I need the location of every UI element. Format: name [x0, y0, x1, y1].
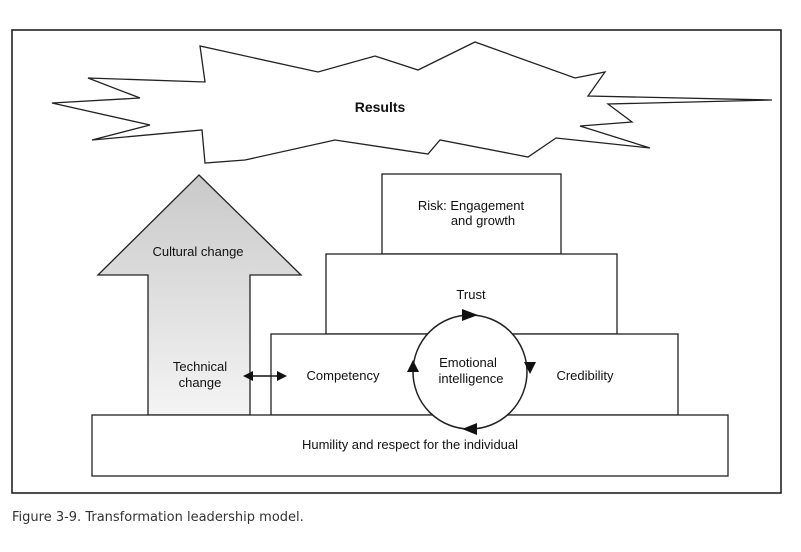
- risk-label-line1: Risk: Engagement: [418, 198, 525, 213]
- link-arrowhead-right: [277, 371, 287, 381]
- cultural-change-label: Cultural change: [152, 244, 243, 259]
- technical-change-label-line2: change: [179, 375, 222, 390]
- leadership-model-diagram: Results Cultural change Technical change…: [11, 29, 782, 494]
- results-label: Results: [355, 99, 406, 115]
- credibility-label: Credibility: [556, 368, 614, 383]
- foundation-block: [91, 414, 729, 477]
- cycle-arrowhead-right: [524, 362, 536, 374]
- link-arrowhead-left: [243, 371, 253, 381]
- emotional-intelligence-label-line2: intelligence: [438, 371, 503, 386]
- emotional-intelligence-label-line1: Emotional: [439, 355, 497, 370]
- competency-label: Competency: [307, 368, 380, 383]
- cycle-arrowhead-top: [462, 309, 478, 321]
- results-burst: [51, 41, 773, 164]
- foundation-label: Humility and respect for the individual: [302, 437, 518, 452]
- risk-block: [381, 173, 562, 255]
- cycle-arrowhead-bottom: [462, 423, 477, 435]
- technical-change-label-line1: Technical: [173, 359, 227, 374]
- cycle-arrowhead-left: [407, 360, 419, 372]
- trust-label: Trust: [456, 287, 486, 302]
- risk-label-line2: and growth: [451, 213, 515, 228]
- figure-caption: Figure 3-9. Transformation leadership mo…: [12, 510, 304, 525]
